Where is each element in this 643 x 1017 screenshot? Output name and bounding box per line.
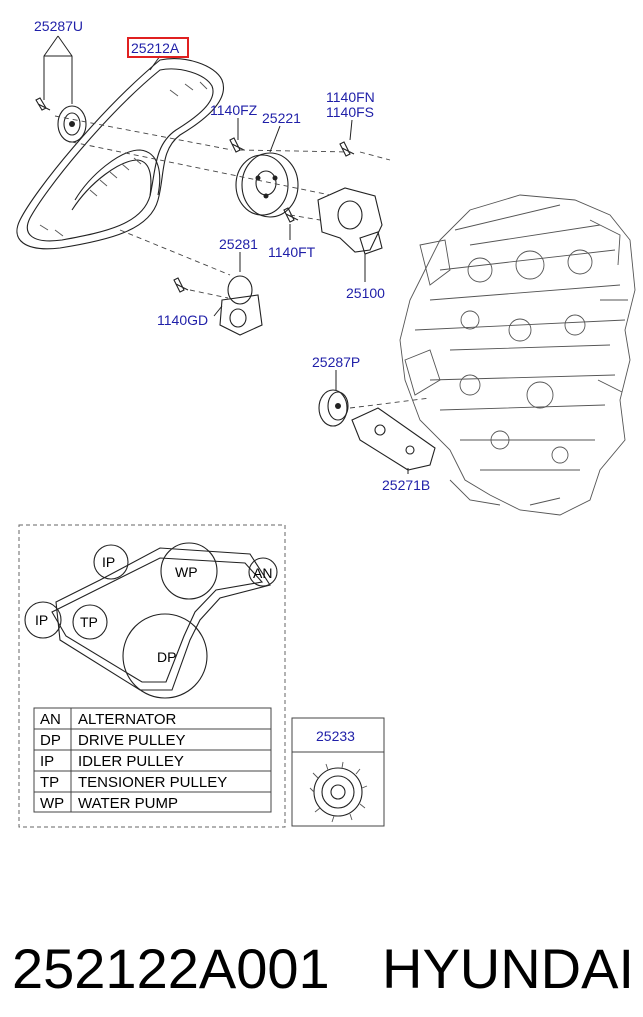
legend-table: AN ALTERNATOR DP DRIVE PULLEY IP IDLER P… [33,707,272,813]
footer-brand: HYUNDAI [382,937,634,1000]
idler-pulley-illustration [35,97,87,143]
inset-fan-clutch: 25233 [291,717,385,827]
callout-1140FS[interactable]: 1140FS [326,104,374,120]
schematic-dp: DP [157,649,176,665]
callout-labels: 25287U 25212A 1140FZ 25221 1140FN 1140FS… [34,18,430,493]
engine-block-illustration [399,194,636,516]
water-pump-illustration [283,141,383,255]
legend-code: AN [40,711,61,728]
legend-code: WP [40,795,64,812]
tensioner-illustration [173,275,263,336]
schematic-ip-left: IP [35,612,48,628]
belt-routing-schematic: IP WP AN IP TP DP [24,542,278,699]
lower-idler-pulley-illustration [318,389,349,427]
legend-name: DRIVE PULLEY [78,732,186,749]
callout-1140GD[interactable]: 1140GD [157,312,208,328]
schematic-wp: WP [175,564,198,580]
legend-code: DP [40,732,61,749]
legend-name: ALTERNATOR [78,711,177,728]
assembly-guide-lines [54,115,431,409]
inset-part-number[interactable]: 25233 [316,728,355,744]
legend-code: IP [40,753,54,770]
callout-25100[interactable]: 25100 [346,285,385,301]
callout-leaders [43,35,409,474]
callout-25281[interactable]: 25281 [219,236,258,252]
schematic-frame [18,524,286,828]
legend-code: TP [40,774,59,791]
callout-25287P[interactable]: 25287P [312,354,360,370]
legend-name: WATER PUMP [78,795,178,812]
footer-part-number: 252122A001 [12,937,330,1000]
schematic-ip-top: IP [102,554,115,570]
schematic-an: AN [253,565,272,581]
callout-25287U[interactable]: 25287U [34,18,83,34]
callout-1140FN[interactable]: 1140FN [326,89,375,105]
legend-name: TENSIONER PULLEY [78,774,227,791]
callout-1140FZ[interactable]: 1140FZ [210,102,258,118]
legend-name: IDLER PULLEY [78,753,184,770]
callout-25221[interactable]: 25221 [262,110,301,126]
drive-belt-illustration [16,58,224,250]
water-pump-pulley-illustration [229,137,299,218]
highlight-box [127,37,189,58]
callout-1140FT[interactable]: 1140FT [268,244,316,260]
schematic-tp: TP [80,614,98,630]
callout-25212A[interactable]: 25212A [131,40,180,56]
bracket-illustration [351,407,436,471]
callout-25271B[interactable]: 25271B [382,477,430,493]
